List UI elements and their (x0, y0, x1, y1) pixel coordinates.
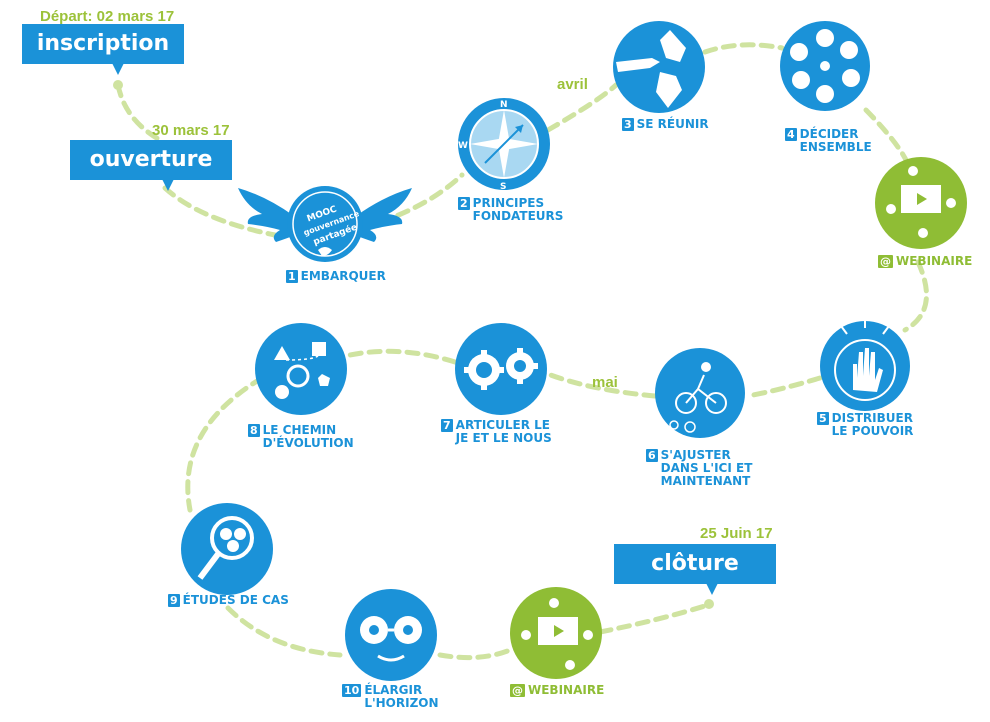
gears-icon[interactable] (452, 320, 550, 418)
path-segment-web-end (597, 602, 711, 635)
closing-date: 25 Juin 17 (700, 525, 773, 542)
start-dot (113, 80, 123, 90)
step-number-7: 7 (441, 419, 453, 432)
path-segment-start (115, 82, 163, 143)
webinar-top-line-1: WEBINAIRE (896, 254, 973, 268)
step-5-line-1: DISTRIBUER (831, 411, 913, 425)
step-6-line-3: MAINTENANT (660, 474, 751, 488)
inscription-banner[interactable]: inscription (22, 24, 184, 75)
raised-hand-icon[interactable] (817, 318, 913, 414)
step-number-10: 10 (342, 684, 362, 697)
end-dot (704, 599, 714, 609)
month-label-mai: mai (592, 374, 618, 391)
webinar-label-bottom[interactable]: @WEBINAIRE (510, 684, 604, 697)
step-3-line-1: SE RÉUNIR (636, 117, 709, 131)
path-segment-web-5 (902, 259, 929, 333)
step-6-line-1: S'AJUSTER (660, 448, 731, 462)
webinar-bottom-line-1: WEBINAIRE (528, 683, 605, 697)
step-8-line-2: D'ÉVOLUTION (262, 436, 354, 450)
step-2-line-2: FONDATEURS (472, 209, 564, 223)
winged-badge-icon[interactable]: MOOC gouvernance partagée (236, 176, 414, 264)
step-number-1: 1 (286, 270, 298, 283)
step-10-line-2: L'HORIZON (364, 696, 439, 710)
opening-date: 30 mars 17 (152, 122, 230, 139)
step-2-line-1: PRINCIPES (472, 196, 545, 210)
path-segment-8-9 (185, 375, 265, 513)
path-segment-10-web (437, 647, 513, 661)
step-6-line-2: DANS L'ICI ET (660, 461, 753, 475)
webinar-at-bottom: @ (510, 684, 525, 697)
path-segment-ouverture (162, 185, 278, 238)
cloture-banner[interactable]: clôture (614, 544, 776, 595)
step-number-2: 2 (458, 197, 470, 210)
step-number-9: 9 (168, 594, 180, 607)
webinar-icon-bottom[interactable] (508, 585, 604, 681)
shapes-path-icon[interactable] (252, 320, 350, 418)
glasses-face-icon[interactable] (342, 586, 440, 684)
ouverture-banner[interactable]: ouverture (70, 140, 232, 191)
webinar-icon-top[interactable] (873, 155, 969, 251)
magnifier-icon[interactable] (178, 500, 276, 598)
compass-n-text: N (500, 100, 508, 110)
path-segment-5-6 (745, 375, 823, 399)
step-number-8: 8 (248, 424, 260, 437)
step-9-line-1: ÉTUDES DE CAS (182, 593, 289, 607)
step-number-6: 6 (646, 449, 658, 462)
webinar-at-top: @ (878, 255, 893, 268)
step-10-line-1: ÉLARGIR (364, 683, 423, 697)
month-label-avril: avril (557, 76, 588, 93)
compass-w-text: W (458, 141, 468, 151)
step-5-line-2: LE POUVOIR (831, 424, 914, 438)
path-segment-2-3 (545, 82, 619, 133)
step-1-line-1: EMBARQUER (300, 269, 386, 283)
start-date: Départ: 02 mars 17 (40, 8, 175, 25)
step-number-3: 3 (622, 118, 634, 131)
path-segment-9-10 (225, 605, 343, 658)
step-4-line-2: ENSEMBLE (799, 140, 872, 154)
speech-bubbles-icon[interactable] (777, 18, 873, 114)
step-4-line-1: DÉCIDER (799, 127, 859, 141)
path-segment-6-7 (545, 371, 658, 399)
step-number-5: 5 (817, 412, 829, 425)
path-segment-7-8 (347, 348, 458, 365)
step-number-4: 4 (785, 128, 797, 141)
compass-icon[interactable]: N S W (455, 95, 553, 193)
cyclist-icon[interactable] (652, 345, 748, 441)
step-8-line-1: LE CHEMIN (262, 423, 337, 437)
step-7-line-2: JE ET LE NOUS (455, 431, 552, 445)
webinar-label-top[interactable]: @WEBINAIRE (878, 255, 972, 268)
compass-s-text: S (500, 182, 506, 192)
hands-icon[interactable] (610, 18, 708, 116)
path-segment-3-4 (702, 42, 785, 55)
step-7-line-1: ARTICULER LE (455, 418, 550, 432)
path-segment-4-web (863, 107, 913, 173)
